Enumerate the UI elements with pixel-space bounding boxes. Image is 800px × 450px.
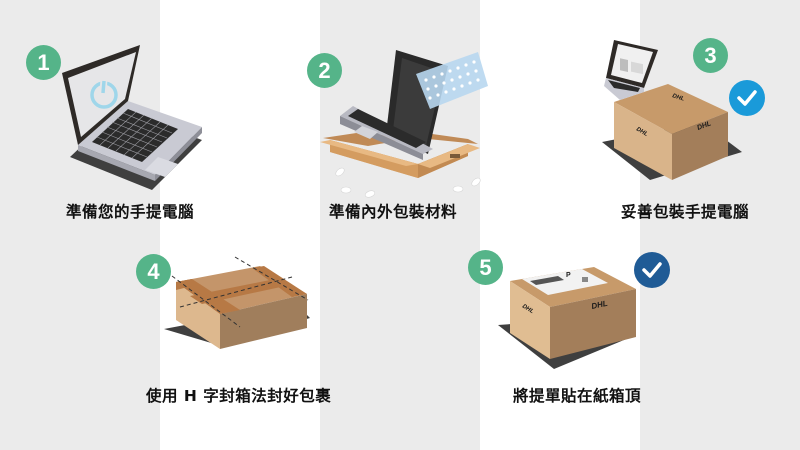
step-number-badge: 4 xyxy=(136,254,171,289)
background-stripe xyxy=(640,0,800,450)
svg-text:DHL: DHL xyxy=(696,120,712,131)
background-stripe xyxy=(160,0,320,450)
step-number-badge: 5 xyxy=(468,250,503,285)
step-number-badge: 3 xyxy=(693,38,728,73)
step-label: 使用 H 字封箱法封好包裹 xyxy=(146,387,332,405)
laptop-power-icon xyxy=(62,45,202,190)
step-label: 妥善包裝手提電腦 xyxy=(621,203,750,221)
svg-text:DHL: DHL xyxy=(671,93,685,103)
step-number-badge: 1 xyxy=(26,45,61,80)
svg-text:DHL: DHL xyxy=(521,304,535,316)
step-label: 準備您的手提電腦 xyxy=(66,203,195,221)
check-icon xyxy=(634,252,670,288)
laptop-in-open-box-icon xyxy=(320,50,488,198)
h-tape-box-icon xyxy=(164,256,310,349)
check-icon xyxy=(729,80,765,116)
svg-text:P: P xyxy=(566,272,571,279)
svg-text:DHL: DHL xyxy=(591,299,609,311)
step-number-badge: 2 xyxy=(307,53,342,88)
laptop-on-dhl-box-icon: DHL DHL DHL xyxy=(602,40,742,180)
labeled-dhl-box-icon: P DHL DHL xyxy=(498,267,636,369)
step-label: 準備內外包裝材料 xyxy=(329,203,458,221)
svg-text:DHL: DHL xyxy=(635,127,649,139)
step-label: 將提單貼在紙箱頂 xyxy=(513,387,642,405)
